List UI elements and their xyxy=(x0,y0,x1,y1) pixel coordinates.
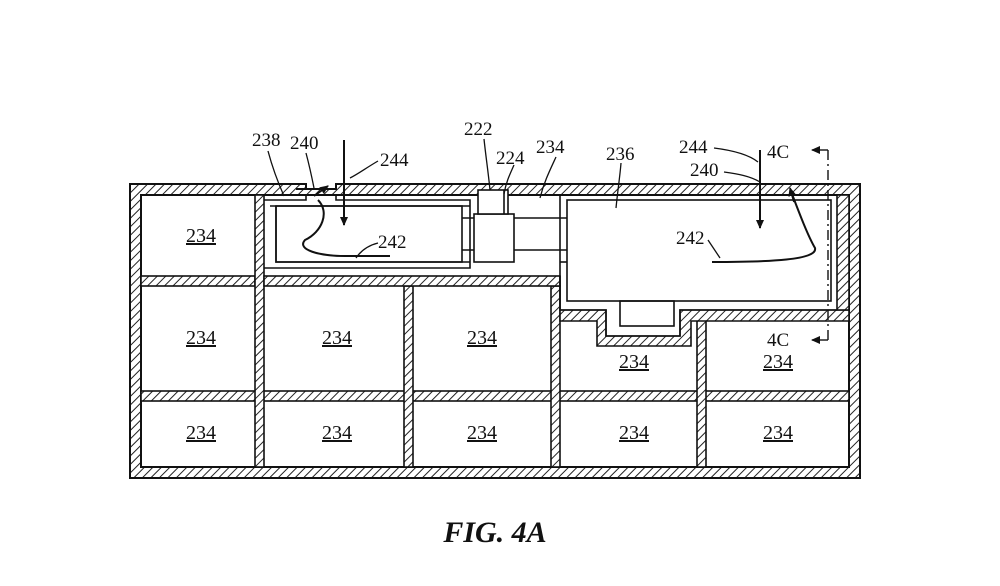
ref-label-238: 238 xyxy=(252,130,281,151)
ref-label-242-left: 242 xyxy=(378,232,407,253)
right-module xyxy=(566,199,832,302)
compartment-label: 234 xyxy=(763,351,793,373)
compartment-label: 234 xyxy=(467,422,497,444)
compartment-label: 234 xyxy=(619,351,649,373)
left-duct xyxy=(264,194,471,269)
section-line-4c xyxy=(811,146,829,344)
airflow-arrows xyxy=(302,140,816,263)
compartment-label: 234 xyxy=(467,327,497,349)
ref-label-244-right: 244 xyxy=(679,137,708,158)
ref-label-242-right: 242 xyxy=(676,228,705,249)
reference-labels: 238 240 244 242 222 224 234 236 244 240 … xyxy=(252,119,789,351)
ref-label-240-left: 240 xyxy=(290,133,319,154)
leader-lines xyxy=(267,138,761,259)
ref-label-224: 224 xyxy=(496,148,525,169)
compartment-label: 234 xyxy=(186,327,216,349)
ref-label-4c-bottom: 4C xyxy=(767,330,789,351)
ref-label-240-right: 240 xyxy=(690,160,719,181)
left-module xyxy=(275,205,463,263)
compartment-label: 234 xyxy=(186,422,216,444)
compartment-labels: 234 234 234 234 234 234 234 234 234 234 … xyxy=(186,225,793,444)
compartment-label: 234 xyxy=(763,422,793,444)
housing xyxy=(129,183,861,479)
compartment-label: 234 xyxy=(186,225,216,247)
ref-label-236: 236 xyxy=(606,144,635,165)
ref-label-234-top: 234 xyxy=(536,137,565,158)
right-duct xyxy=(559,195,837,337)
compartment-label: 234 xyxy=(619,422,649,444)
components xyxy=(264,189,837,337)
central-component-224 xyxy=(473,213,515,263)
ref-label-222: 222 xyxy=(464,119,493,140)
ref-label-4c-top: 4C xyxy=(767,142,789,163)
figure-caption: FIG. 4A xyxy=(442,516,546,549)
compartment-label: 234 xyxy=(322,422,352,444)
compartment-label: 234 xyxy=(322,327,352,349)
ref-label-244-left: 244 xyxy=(380,150,409,171)
